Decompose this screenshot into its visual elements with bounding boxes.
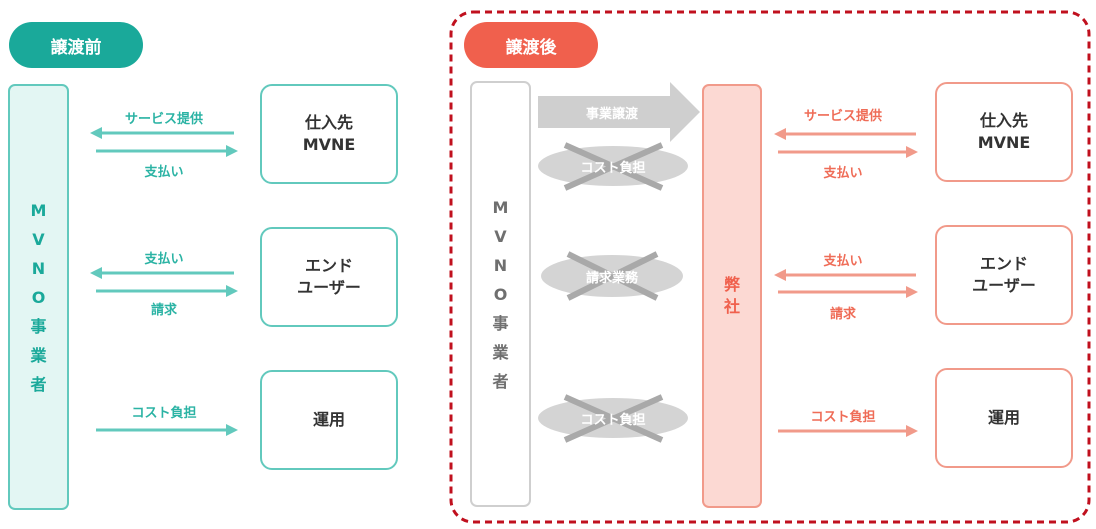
after-operator-char: 事 bbox=[492, 313, 509, 333]
before-box-end-user: エンド ユーザー bbox=[260, 227, 398, 327]
crossed-label-cost-2: コスト負担 bbox=[580, 413, 646, 428]
before-label-billing: 請求 bbox=[150, 303, 177, 318]
before-operator-char: 業 bbox=[30, 345, 47, 365]
after-badge-label: 譲渡後 bbox=[505, 37, 557, 58]
before-operator-char: O bbox=[31, 287, 46, 307]
after-box-operation-label: 運用 bbox=[987, 408, 1020, 427]
after-label-cost: コスト負担 bbox=[810, 410, 876, 425]
before-operator-char: 者 bbox=[30, 374, 47, 394]
crossed-label-cost-1: コスト負担 bbox=[580, 161, 646, 176]
after-box-mvne: 仕入先 MVNE bbox=[935, 82, 1073, 182]
after-operator-char: V bbox=[494, 226, 507, 246]
before-label-service: サービス提供 bbox=[124, 112, 203, 127]
before-badge: 譲渡前 bbox=[9, 22, 143, 68]
after-label-service: サービス提供 bbox=[803, 109, 882, 124]
after-box-mvne-label: 仕入先 MVNE bbox=[977, 111, 1031, 152]
after-arrows bbox=[774, 128, 918, 437]
after-operator-char: N bbox=[493, 255, 508, 275]
after-operator-char: 業 bbox=[492, 342, 509, 362]
before-label-payment: 支払い bbox=[144, 165, 184, 180]
before-box-end-user-label: エンド ユーザー bbox=[297, 256, 361, 297]
before-box-operation: 運用 bbox=[260, 370, 398, 470]
after-operator-char: 者 bbox=[492, 371, 509, 391]
before-label-cost: コスト負担 bbox=[131, 406, 197, 421]
before-operator-char: M bbox=[30, 200, 47, 220]
after-box-end-user: エンド ユーザー bbox=[935, 225, 1073, 325]
before-operator-char: V bbox=[32, 229, 45, 249]
after-label-billing: 請求 bbox=[829, 307, 856, 322]
before-badge-label: 譲渡前 bbox=[50, 37, 102, 58]
after-badge: 譲渡後 bbox=[464, 22, 598, 68]
after-box-end-user-label: エンド ユーザー bbox=[972, 254, 1036, 295]
before-arrows bbox=[90, 127, 238, 436]
before-operator-char: N bbox=[31, 258, 46, 278]
before-box-mvne-label: 仕入先 MVNE bbox=[302, 113, 356, 154]
before-label-user-payment: 支払い bbox=[144, 252, 184, 267]
before-operator-char: 事 bbox=[30, 316, 47, 336]
after-box-operation: 運用 bbox=[935, 368, 1073, 468]
before-operator-box: M V N O 事 業 者 bbox=[8, 84, 69, 510]
crossed-label-billing: 請求業務 bbox=[585, 271, 638, 286]
company-box: 弊 社 bbox=[702, 84, 762, 508]
transfer-label: 事業譲渡 bbox=[585, 107, 638, 122]
after-label-payment: 支払い bbox=[823, 166, 863, 181]
after-operator-char: O bbox=[493, 284, 508, 304]
before-box-operation-label: 運用 bbox=[312, 410, 345, 429]
after-operator-char: M bbox=[492, 197, 509, 217]
company-char: 社 bbox=[723, 297, 740, 316]
after-operator-box: M V N O 事 業 者 bbox=[470, 81, 531, 507]
transfer-arrow bbox=[538, 82, 700, 142]
after-label-user-payment: 支払い bbox=[823, 254, 863, 269]
company-char: 弊 bbox=[723, 275, 740, 294]
crossed-ovals bbox=[538, 142, 688, 443]
before-box-mvne: 仕入先 MVNE bbox=[260, 84, 398, 184]
